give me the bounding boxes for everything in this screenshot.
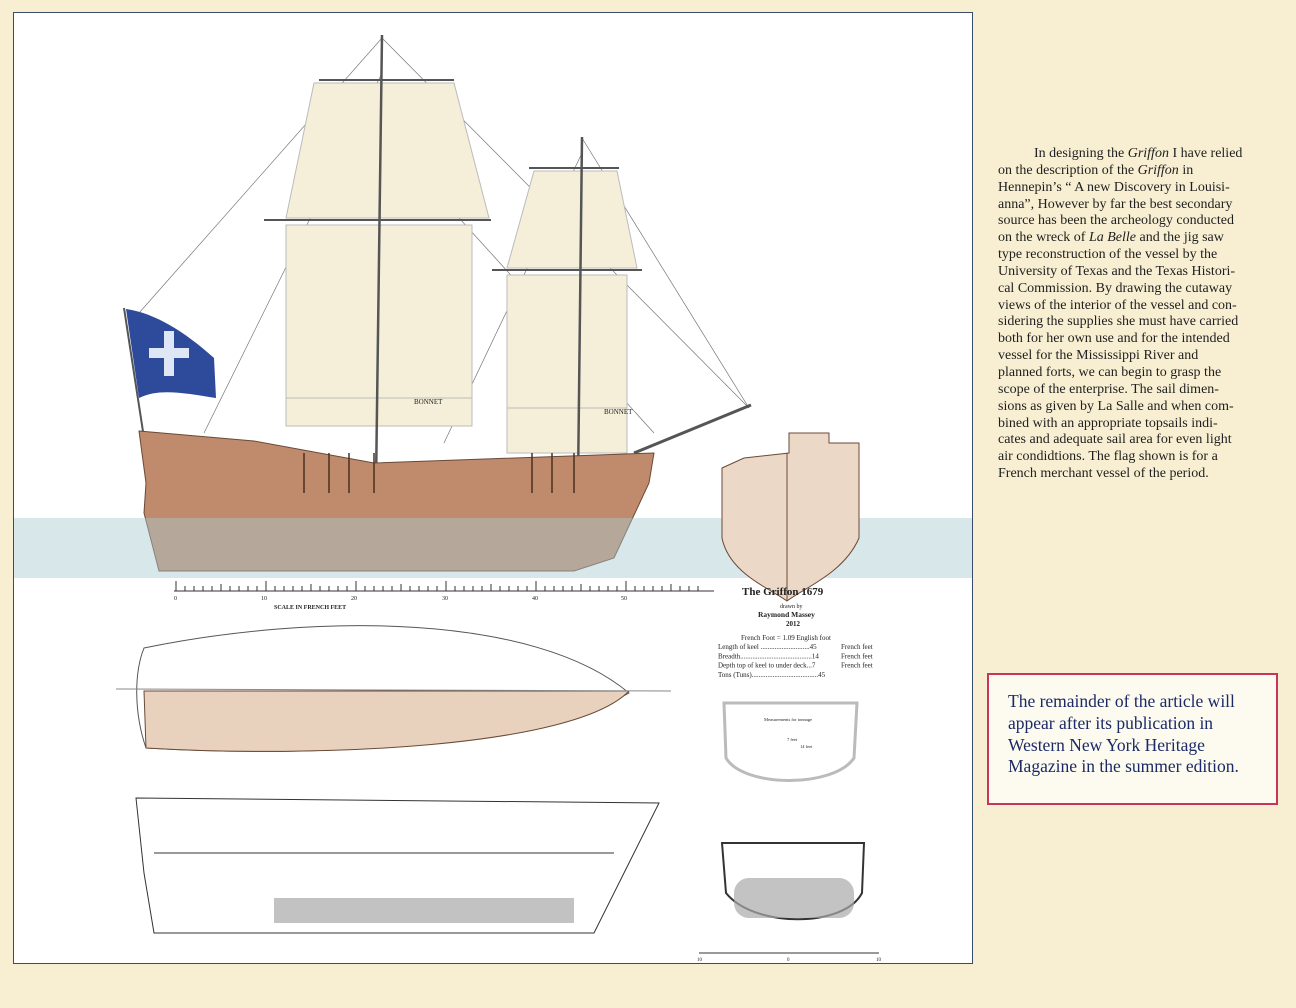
plan-centerline bbox=[115, 688, 672, 692]
caption-text: source has been the archeology conducted bbox=[998, 213, 1234, 229]
caption-line: anna”, However by far the best secondary bbox=[998, 197, 1278, 214]
small-scale-10-right: 10 bbox=[876, 958, 882, 963]
main-bonnet-label: BONNET bbox=[414, 398, 443, 406]
caption-text: air condidtions. The flag shown is for a bbox=[998, 449, 1218, 465]
small-scale-0: 0 bbox=[787, 958, 790, 963]
caption-text: both for her own use and for the intende… bbox=[998, 331, 1230, 347]
caption-text: planned forts, we can begin to grasp the bbox=[998, 364, 1222, 380]
caption-text: bined with an appropriate topsails indi- bbox=[998, 415, 1218, 431]
caption-line: sions as given by La Salle and when com- bbox=[998, 399, 1278, 416]
fore-bonnet-label: BONNET bbox=[604, 408, 633, 416]
tonnage-label: Measurements for tonnage bbox=[764, 717, 812, 722]
caption-line: views of the interior of the vessel and … bbox=[998, 298, 1278, 315]
notice-line: Western New York Heritage bbox=[1008, 734, 1205, 755]
deadeyes bbox=[303, 453, 575, 493]
caption-line: vessel for the Mississippi River and bbox=[998, 348, 1278, 365]
spec-unit: French feet bbox=[841, 662, 873, 670]
fore-bonnet bbox=[506, 407, 628, 454]
caption-text: In designing the bbox=[1034, 146, 1128, 161]
caption-text: Hennepin’s “ A new Discovery in Louisi- bbox=[998, 179, 1230, 195]
tonnage-section bbox=[722, 701, 859, 782]
caption-line: sidering the supplies she must have carr… bbox=[998, 314, 1278, 331]
scale-tick-0: 0 bbox=[174, 596, 177, 602]
drawing-title: The Griffon 1679 bbox=[742, 586, 824, 598]
hull-body-section bbox=[721, 432, 860, 602]
main-bonnet bbox=[285, 397, 473, 427]
scale-tick-20: 20 bbox=[351, 596, 357, 602]
drawing-year: 2012 bbox=[786, 620, 801, 628]
caption-text: sidering the supplies she must have carr… bbox=[998, 314, 1239, 330]
depth-label: 7 feet bbox=[787, 737, 798, 742]
caption-line: cates and adequate sail area for even li… bbox=[998, 432, 1278, 449]
caption-text: views of the interior of the vessel and … bbox=[998, 297, 1237, 313]
fore-topsail bbox=[506, 170, 638, 269]
fore-sail bbox=[506, 274, 628, 409]
caption-line: on the description of the Griffon in bbox=[998, 163, 1278, 180]
notice-line: appear after its publication in bbox=[1008, 712, 1214, 733]
caption-text: cal Commission. By drawing the cutaway bbox=[998, 280, 1233, 296]
masts bbox=[123, 34, 752, 484]
caption-text: anna”, However by far the best secondary bbox=[998, 196, 1233, 212]
spec-label: Breadth.................................… bbox=[718, 652, 819, 660]
caption-text: I have relied bbox=[1168, 146, 1243, 161]
caption-text: vessel for the Mississippi River and bbox=[998, 348, 1199, 364]
scale-label: SCALE IN FRENCH FEET bbox=[274, 605, 346, 611]
caption-text: on the wreck of bbox=[998, 230, 1089, 246]
main-topsail bbox=[285, 82, 490, 219]
caption-text: in bbox=[1178, 162, 1194, 178]
caption-line: cal Commission. By drawing the cutaway bbox=[998, 281, 1278, 298]
caption-line: planned forts, we can begin to grasp the bbox=[998, 365, 1278, 382]
italic-title: Griffon bbox=[1127, 146, 1169, 161]
drawn-by: drawn by bbox=[780, 604, 803, 610]
author-name: Raymond Massey bbox=[758, 610, 815, 619]
caption-text: and the jig saw bbox=[1136, 230, 1224, 246]
caption-line: University of Texas and the Texas Histor… bbox=[998, 264, 1278, 281]
spec-unit: French feet bbox=[841, 652, 873, 660]
caption-line: French merchant vessel of the period. bbox=[998, 466, 1278, 483]
scale-tick-50: 50 bbox=[621, 596, 627, 602]
scale-bar bbox=[174, 581, 714, 592]
hull-profile bbox=[138, 430, 655, 572]
caption-text: on the description of the bbox=[998, 162, 1138, 178]
griffon-illustration: BONNET BONNET 0 10 20 30 40 50 SCALE IN … bbox=[14, 34, 972, 963]
caption-line: on the wreck of La Belle and the jig saw bbox=[998, 230, 1278, 247]
spec-unit: French feet bbox=[841, 643, 873, 651]
small-scale-10-left: 10 bbox=[697, 958, 703, 963]
breadth-label: 14 feet bbox=[800, 744, 813, 749]
caption-line: source has been the archeology conducted bbox=[998, 213, 1278, 230]
italic-title: Griffon bbox=[1137, 162, 1179, 178]
caption-text: cates and adequate sail area for even li… bbox=[998, 432, 1232, 448]
caption-text: sions as given by La Salle and when com- bbox=[998, 398, 1234, 414]
caption-text: scope of the enterprise. The sail dimen- bbox=[998, 381, 1219, 397]
notice-line: The remainder of the article will bbox=[1008, 691, 1235, 711]
scale-tick-40: 40 bbox=[532, 596, 538, 602]
caption-text: University of Texas and the Texas Histor… bbox=[998, 263, 1236, 279]
caption-line: air condidtions. The flag shown is for a bbox=[998, 449, 1278, 466]
caption-text: type reconstruction of the vessel by the bbox=[998, 247, 1218, 263]
publication-notice: The remainder of the article will appear… bbox=[987, 673, 1278, 805]
section-barrels bbox=[734, 878, 854, 918]
caption-line: type reconstruction of the vessel by the bbox=[998, 247, 1278, 264]
scale-tick-30: 30 bbox=[442, 596, 448, 602]
notice-line: Magazine in the summer edition. bbox=[1008, 756, 1239, 777]
spec-label: Depth top of keel to under deck...7 bbox=[718, 662, 816, 670]
foot-conversion: French Foot = 1.09 English foot bbox=[741, 634, 831, 642]
italic-title: La Belle bbox=[1088, 230, 1137, 246]
caption-text: French merchant vessel of the period. bbox=[998, 466, 1209, 482]
flag-cross-vertical bbox=[164, 331, 174, 376]
caption-line: bined with an appropriate topsails indi- bbox=[998, 416, 1278, 433]
caption-line: Hennepin’s “ A new Discovery in Louisi- bbox=[998, 180, 1278, 197]
cargo-barrels bbox=[274, 898, 574, 923]
scale-tick-10: 10 bbox=[261, 596, 267, 602]
ship-plan-drawing: BONNET BONNET 0 10 20 30 40 50 SCALE IN … bbox=[13, 12, 973, 964]
spec-label: Length of keel .........................… bbox=[718, 643, 817, 651]
caption-line: In designing the Griffon I have relied bbox=[998, 146, 1278, 163]
caption-line: scope of the enterprise. The sail dimen- bbox=[998, 382, 1278, 399]
spec-label: Tons (Tuns).............................… bbox=[718, 671, 826, 679]
deck-plan-lower bbox=[143, 690, 631, 752]
caption-line: both for her own use and for the intende… bbox=[998, 331, 1278, 348]
